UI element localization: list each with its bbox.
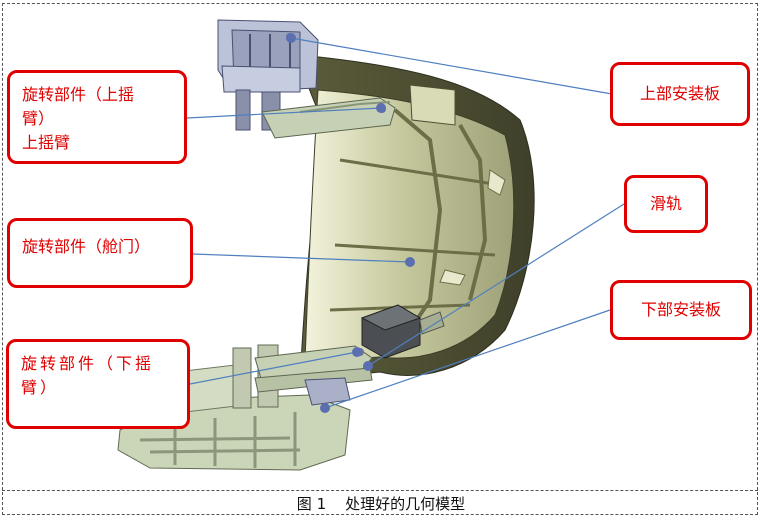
hatch-door [299,54,535,381]
callout-lower-plate-label: 下部安装板 [640,300,721,319]
callout-rail: 滑轨 [624,175,708,233]
callout-lower-arm: 旋转部件（下摇 臂） [6,339,190,429]
callout-upper-arm: 旋转部件（上摇 臂） 上摇臂 [7,70,187,164]
caption-divider [2,490,758,491]
callout-upper-plate-label: 上部安装板 [639,84,720,103]
leader-rail [367,203,625,367]
callout-lower-plate: 下部安装板 [610,280,752,340]
leader-hatch [192,253,411,263]
callout-upper-arm-line2: 臂） [22,109,55,128]
marker-dots [286,33,415,413]
slide-rail [360,304,445,359]
callout-hatch: 旋转部件（舱门） [7,218,193,288]
leader-lines [186,37,625,409]
callout-rail-label: 滑轨 [649,194,682,213]
leader-upper-plate [290,37,613,95]
callout-upper-plate: 上部安装板 [610,62,750,126]
callout-lower-arm-line2: 臂） [21,378,60,397]
leader-lower-plate [324,309,611,409]
figure-frame [2,3,758,515]
leader-upper-arm [186,107,382,119]
callout-hatch-label: 旋转部件（舱门） [22,237,151,256]
callout-upper-arm-line1: 旋转部件（上摇 [22,85,135,104]
leader-lower-arm [189,351,358,385]
figure-caption: 图 1 处理好的几何模型 [296,495,466,513]
callout-lower-arm-line1: 旋转部件（下摇 [21,354,155,373]
callout-upper-arm-line3: 上摇臂 [22,133,71,152]
